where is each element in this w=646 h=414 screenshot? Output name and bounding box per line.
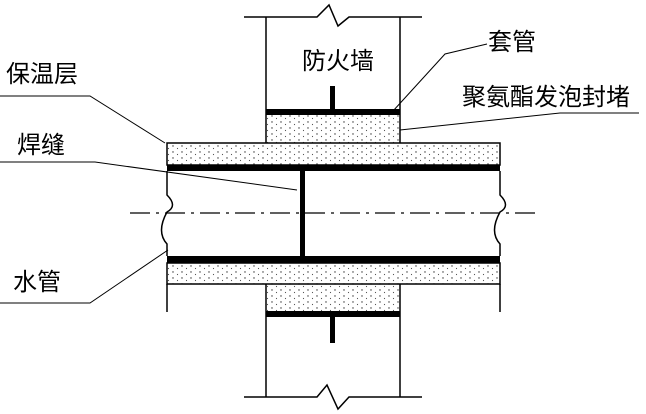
fire-wall-lower: [244, 284, 422, 411]
insulation-label: 保温层: [6, 60, 78, 88]
foam-seal-label: 聚氨酯发泡封堵: [462, 83, 630, 111]
sleeve-upper: [266, 86, 400, 143]
leader-sleeve: [392, 43, 488, 112]
water-pipe-label: 水管: [13, 268, 61, 296]
leader-water-pipe: [0, 249, 169, 304]
leader-foam-seal: [399, 112, 639, 131]
pipe-wall-upper: [167, 165, 500, 171]
sleeve-lower: [266, 284, 400, 343]
weld-seam: [300, 171, 305, 256]
pipe-break-lines: [160, 171, 507, 312]
fire-wall-label: 防火墙: [302, 47, 374, 75]
insulation-upper: [166, 142, 501, 166]
pipe-wall-lower: [167, 256, 500, 263]
weld-label: 焊缝: [17, 131, 65, 159]
foam-seal-upper: [267, 115, 399, 143]
leader-weld: [0, 161, 298, 191]
leader-lines: [0, 43, 639, 304]
insulation-lower: [166, 262, 501, 285]
leader-insulation: [0, 95, 166, 144]
sleeve-label: 套管: [488, 28, 536, 56]
fire-wall-upper: [244, 3, 422, 143]
foam-seal-lower: [267, 284, 399, 311]
